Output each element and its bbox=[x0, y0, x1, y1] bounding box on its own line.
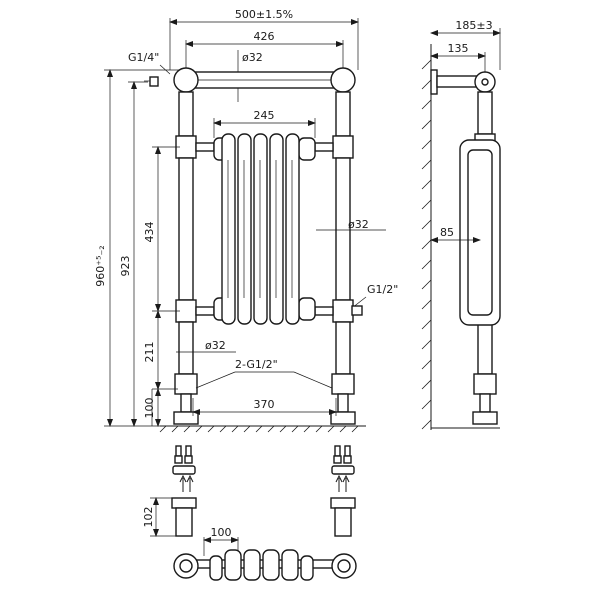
label-bleed-valve: G1/4" bbox=[128, 51, 159, 64]
dim-inlet-spacing: 370 bbox=[192, 398, 337, 416]
top-view-right-post-inner bbox=[337, 559, 351, 573]
left-valve-set bbox=[171, 445, 197, 537]
dim-overall-height: 960⁺⁵₋₂ bbox=[94, 69, 180, 427]
dim-radiator-height: 434 bbox=[143, 146, 180, 312]
dim-radiator-width: 245 bbox=[213, 109, 316, 138]
lower-left-connector bbox=[195, 306, 215, 316]
radiator-columns bbox=[213, 133, 316, 325]
top-view-sections bbox=[209, 549, 314, 581]
upper-left-connector bbox=[195, 142, 215, 152]
front-view: 500±1.5% 426 ø32 G1/4" bbox=[94, 8, 398, 433]
label-top-rail-diameter: ø32 bbox=[242, 51, 263, 64]
label-foot-height: 100 bbox=[143, 398, 156, 419]
floor bbox=[159, 425, 366, 433]
lower-right-connector bbox=[314, 306, 334, 316]
top-view: 100 bbox=[173, 526, 357, 581]
side-view: 185±3 135 85 bbox=[421, 19, 501, 430]
dim-radiator-depth: 85 bbox=[430, 226, 481, 243]
top-rail bbox=[173, 67, 356, 93]
dim-total-depth: 185±3 bbox=[430, 19, 501, 70]
dim-foot-height: 100 bbox=[143, 388, 161, 427]
label-center-width: 426 bbox=[254, 30, 275, 43]
label-overall-height: 960⁺⁵₋₂ bbox=[94, 245, 107, 286]
dim-side-rail-diameter: ø32 bbox=[316, 218, 386, 231]
dim-lower-height: 211 bbox=[143, 310, 178, 390]
dim-adapter-height: 102 bbox=[142, 497, 176, 537]
right-valve-set bbox=[330, 445, 356, 537]
label-total-depth: 185±3 bbox=[455, 19, 492, 32]
label-overall-width: 500±1.5% bbox=[235, 8, 293, 21]
label-side-thread: G1/2" bbox=[367, 283, 398, 296]
dim-wall-offset: 135 bbox=[430, 42, 486, 72]
upper-right-connector bbox=[314, 142, 334, 152]
dim-center-width: 426 bbox=[185, 30, 344, 68]
wall-bracket bbox=[430, 69, 438, 95]
label-valves: 2-G1/2" bbox=[235, 358, 278, 371]
label-radiator-height: 434 bbox=[143, 222, 156, 243]
valve-detail: 102 bbox=[142, 445, 356, 537]
label-wall-offset: 135 bbox=[448, 42, 469, 55]
dim-section-width: 100 bbox=[203, 526, 239, 556]
side-thread: G1/2" bbox=[351, 283, 398, 316]
label-height-923: 923 bbox=[119, 256, 132, 277]
label-bottom-rail-diameter: ø32 bbox=[205, 339, 226, 352]
label-lower-height: 211 bbox=[143, 342, 156, 363]
valve-label: 2-G1/2" bbox=[195, 358, 333, 389]
top-view-left-post-inner bbox=[179, 559, 193, 573]
label-side-rail-diameter: ø32 bbox=[348, 218, 369, 231]
left-tube bbox=[173, 91, 199, 425]
label-adapter-height: 102 bbox=[142, 507, 155, 528]
label-radiator-depth: 85 bbox=[440, 226, 454, 239]
dim-overall-width: 500±1.5% bbox=[169, 8, 359, 70]
dim-height-923: 923 bbox=[119, 81, 148, 427]
top-knob-center bbox=[481, 78, 489, 86]
radiator-side-inner bbox=[467, 149, 493, 316]
label-section-width: 100 bbox=[211, 526, 232, 539]
bleed-valve: G1/4" bbox=[128, 51, 171, 87]
label-inlet-spacing: 370 bbox=[254, 398, 275, 411]
dim-bottom-rail-diameter: ø32 bbox=[176, 339, 236, 353]
label-radiator-width: 245 bbox=[254, 109, 275, 122]
wall bbox=[421, 44, 500, 430]
right-tube bbox=[330, 91, 356, 425]
